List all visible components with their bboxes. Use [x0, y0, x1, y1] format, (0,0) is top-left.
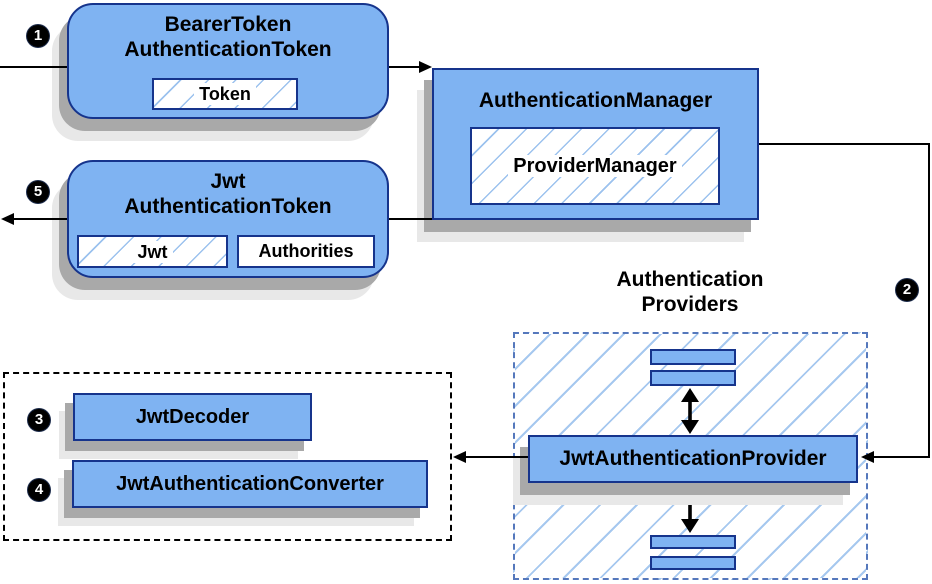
step-2-badge: 2 — [896, 279, 918, 301]
jwt-authentication-converter-node: JwtAuthenticationConverter — [72, 460, 428, 508]
manager-to-provider-line-horizontal-top — [759, 143, 930, 145]
authorities-field-label: Authorities — [258, 241, 354, 261]
jwt-authentication-token-node: Jwt AuthenticationToken Jwt Authorities — [67, 160, 389, 278]
arrowhead-response-out — [1, 213, 14, 225]
node-title: AuthenticationManager — [434, 88, 757, 113]
node-title-line1: BearerToken — [164, 13, 292, 36]
provider-to-decoder-line — [466, 456, 528, 458]
authentication-providers-label-line1: Authentication — [616, 268, 764, 291]
step-1-badge: 1 — [27, 25, 49, 47]
arrowhead-into-authentication-manager — [419, 61, 432, 73]
arrowhead-into-jwt-authentication-provider — [861, 451, 874, 463]
jwt-authentication-provider-node: JwtAuthenticationProvider — [528, 435, 858, 483]
provider-placeholder-bar — [650, 556, 736, 570]
node-title: JwtAuthenticationConverter — [116, 472, 384, 495]
node-title: BearerToken AuthenticationToken — [69, 12, 387, 62]
manager-to-jwt-token-line — [389, 218, 432, 220]
response-out-line — [14, 218, 67, 220]
provider-manager-label: ProviderManager — [508, 155, 682, 177]
request-in-line — [0, 66, 67, 68]
token-field-label: Token — [194, 83, 256, 105]
manager-to-provider-line-vertical — [928, 143, 930, 458]
step-5-badge: 5 — [27, 181, 49, 203]
token-to-manager-line — [389, 66, 420, 68]
jwt-decoder-node: JwtDecoder — [73, 393, 312, 441]
provider-placeholder-bar — [650, 370, 736, 386]
authentication-manager-node: AuthenticationManager ProviderManager — [432, 68, 759, 220]
bidirectional-arrow-icon — [681, 487, 699, 533]
authorities-field: Authorities — [237, 235, 375, 268]
provider-manager-field: ProviderManager — [470, 127, 720, 205]
step-3-badge: 3 — [28, 409, 50, 431]
jwt-field-label: Jwt — [132, 240, 173, 263]
node-title-line2: AuthenticationToken — [124, 195, 332, 218]
node-title-line1: AuthenticationManager — [478, 89, 713, 112]
authentication-providers-label: Authentication Providers — [565, 267, 815, 317]
bidirectional-arrow-icon — [681, 388, 699, 434]
node-title: Jwt AuthenticationToken — [69, 169, 387, 219]
step-4-badge: 4 — [28, 479, 50, 501]
node-title: JwtAuthenticationProvider — [559, 447, 827, 470]
provider-placeholder-bar — [650, 535, 736, 549]
arrowhead-into-decoder-group — [453, 451, 466, 463]
provider-placeholder-bar — [650, 349, 736, 365]
node-title-line1: Jwt — [210, 170, 246, 193]
authentication-providers-label-line2: Providers — [641, 293, 739, 316]
jwt-field: Jwt — [77, 235, 228, 268]
node-title: JwtDecoder — [135, 405, 250, 428]
manager-to-provider-line-horizontal-bottom — [874, 456, 930, 458]
node-title-line2: AuthenticationToken — [124, 38, 332, 61]
token-field: Token — [152, 78, 298, 110]
bearer-token-authentication-token-node: BearerToken AuthenticationToken Token — [67, 3, 389, 119]
